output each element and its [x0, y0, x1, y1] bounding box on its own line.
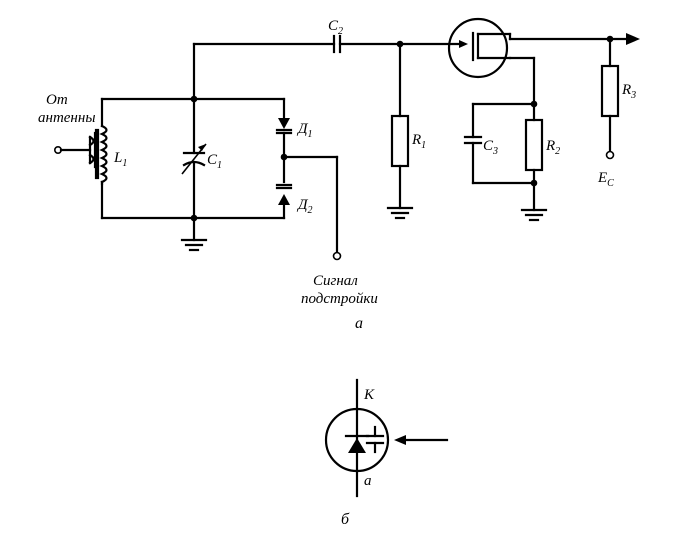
label-r3: R3 — [621, 82, 636, 101]
figure-b-caption: б — [341, 511, 350, 528]
figure-b: К а б — [324, 378, 449, 528]
capacitor-c2: C2 — [328, 18, 343, 54]
label-c3: C3 — [483, 138, 498, 157]
light-arrow — [394, 435, 406, 445]
diode-d2: Д2 — [275, 183, 313, 220]
source-network: C3 R2 — [463, 100, 560, 222]
label-d2: Д2 — [296, 197, 313, 216]
output-arrow — [626, 33, 640, 45]
pin-k-label: К — [363, 387, 375, 403]
tuning-signal-lead: Сигнал подстройки — [282, 155, 378, 307]
antenna-input: От антенны — [38, 92, 97, 169]
capacitor-c1: C1 — [181, 95, 222, 222]
resistor-r1: R1 — [386, 42, 426, 220]
label-d1: Д1 — [296, 121, 313, 140]
signal-label-line2: подстройки — [301, 291, 378, 307]
photodiode-symbol: К а — [324, 378, 449, 498]
diode-d1: Д1 — [275, 97, 313, 184]
ground-symbol — [180, 216, 208, 252]
pin-a-label: а — [364, 473, 372, 489]
output-stage: R3 EC — [597, 33, 640, 189]
label-c1: C1 — [207, 152, 222, 171]
signal-label-line1: Сигнал — [313, 273, 358, 289]
label-l1: L1 — [113, 150, 127, 169]
label-r1: R1 — [411, 132, 426, 151]
label-c2: C2 — [328, 18, 343, 37]
coupling-network: C2 R1 — [192, 18, 468, 220]
label-ec: EC — [597, 170, 614, 189]
figure-a-caption: а — [355, 315, 363, 332]
tank-circuit: L1 C1 — [94, 95, 378, 307]
field-effect-transistor — [447, 17, 612, 106]
label-r2: R2 — [545, 138, 560, 157]
resistor-r2: R2 — [524, 102, 560, 212]
antenna-label-line1: От — [46, 92, 68, 108]
figure-a: От антенны L1 — [38, 17, 640, 332]
resistor-r3: R3 EC — [597, 37, 636, 189]
antenna-label-line2: антенны — [38, 110, 95, 126]
capacitor-c3: C3 — [463, 135, 498, 157]
inductor-l1 — [99, 124, 108, 184]
